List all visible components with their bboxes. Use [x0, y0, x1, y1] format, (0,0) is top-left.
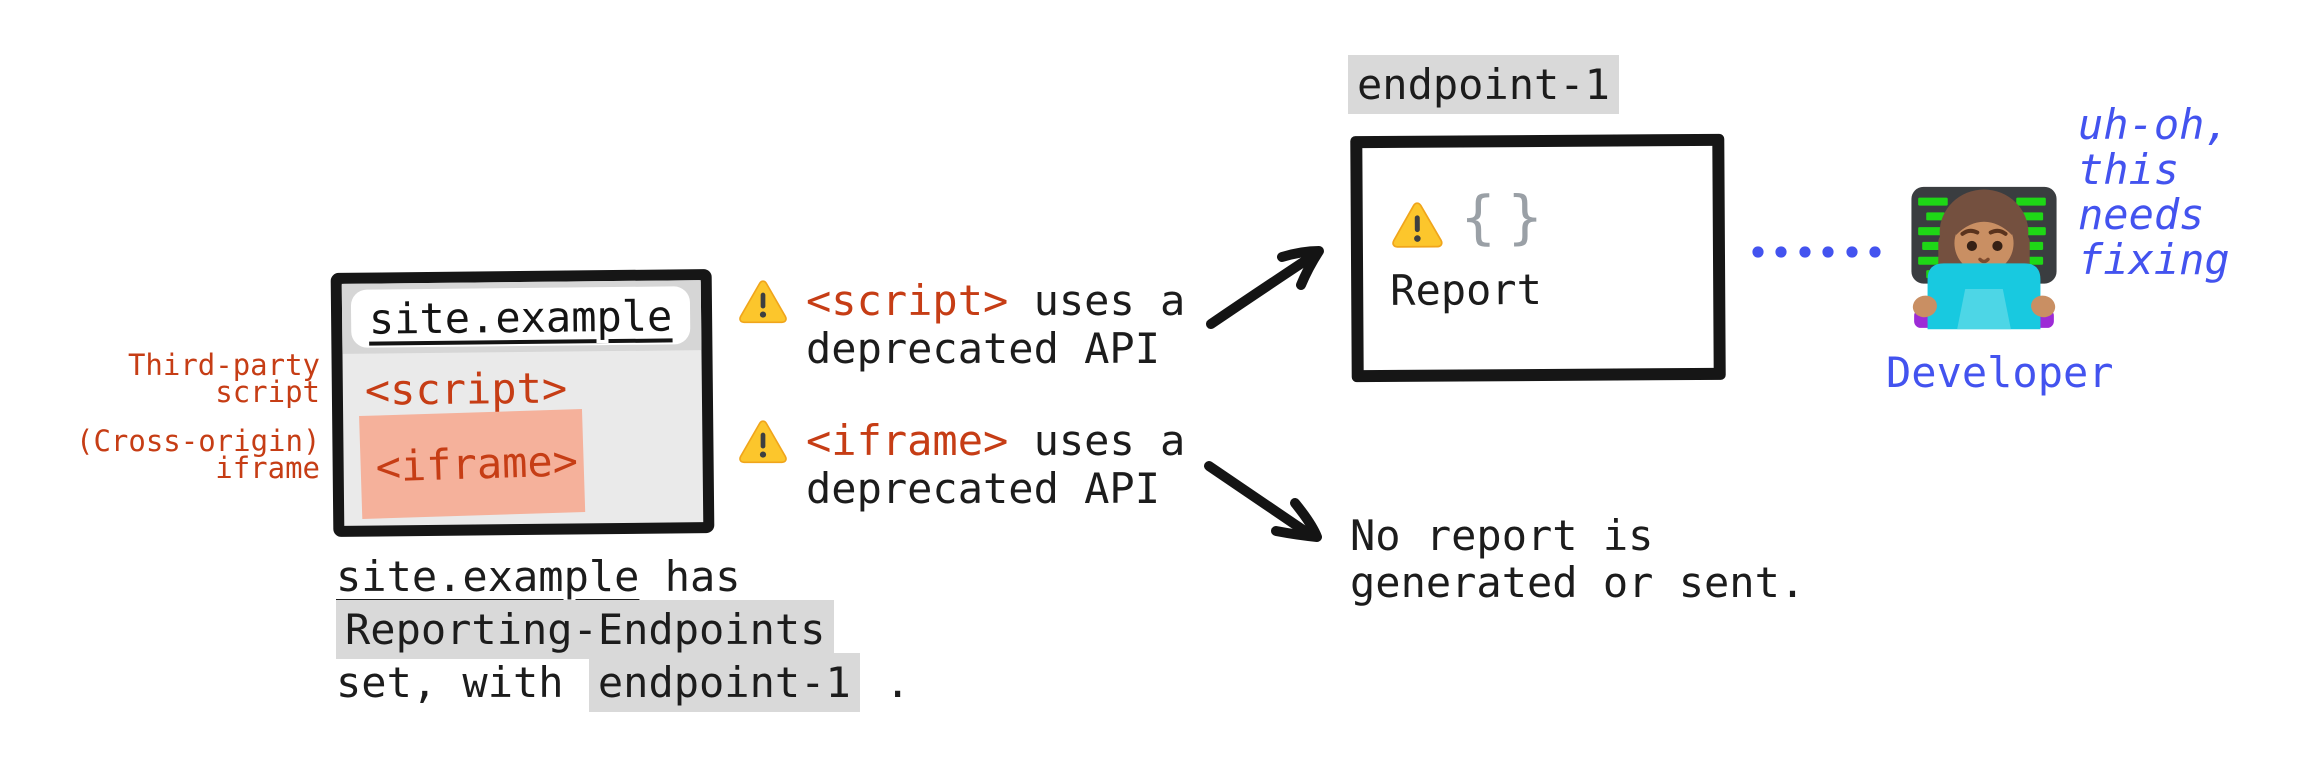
caption-reporting-endpoints: Reporting-Endpoints: [336, 600, 835, 659]
script-warning-suffix: uses a: [1008, 276, 1186, 325]
warning-icon: [739, 280, 787, 324]
endpoint-label: endpoint-1: [1348, 55, 1619, 114]
thought-line4: fixing: [2078, 235, 2230, 284]
no-report-line2: generated or sent.: [1350, 558, 1806, 607]
caption-line1: site.example has: [336, 550, 910, 603]
iframe-warning-line1: <iframe> uses a: [806, 417, 1185, 465]
browser-titlebar: site.example: [341, 280, 702, 354]
script-tag: <script>: [364, 363, 568, 415]
third-party-script-label: Third-party script: [76, 348, 320, 409]
browser-window: site.example <script> <iframe>: [330, 269, 715, 537]
endpoint-label-text: endpoint-1: [1348, 55, 1619, 114]
caption-has: has: [639, 552, 741, 601]
caption-site: site.example: [336, 552, 640, 601]
iframe-warning-suffix: uses a: [1008, 416, 1186, 465]
endpoint-report-box: {} Report: [1350, 133, 1726, 383]
iframe-tag: <iframe>: [374, 436, 579, 492]
caption-line3: set, with endpoint-1 .: [336, 653, 911, 712]
no-report-line1: No report is: [1350, 511, 1654, 560]
arrow-to-endpoint: [1206, 246, 1324, 329]
cross-origin-iframe-label: (Cross-origin) iframe: [76, 424, 321, 485]
thought-line2: this: [2078, 145, 2180, 194]
address-bar: site.example: [350, 286, 691, 348]
cross-origin-label-line1: (Cross-origin): [76, 424, 321, 458]
thought-line1: uh-oh,: [2078, 100, 2230, 149]
iframe-highlight: <iframe>: [359, 409, 586, 520]
script-warning-line2: deprecated API: [806, 324, 1161, 373]
dotted-line: [1752, 246, 1881, 258]
caption-set-with: set, with: [336, 658, 589, 707]
developer-label: Developer: [1886, 348, 2114, 397]
developer-thought-text: uh-oh, this needs fixing: [2078, 102, 2230, 282]
no-report-text: No report is generated or sent.: [1350, 512, 1805, 606]
warning-icon: [1392, 202, 1443, 248]
site-url: site.example: [368, 290, 673, 344]
iframe-warning-text: <iframe> uses a deprecated API: [806, 417, 1185, 513]
script-warning-text: <script> uses a deprecated API: [806, 277, 1185, 373]
caption-endpoint: endpoint-1: [588, 653, 860, 712]
woman-technologist-emoji: [1911, 186, 2057, 330]
caption-line2: Reporting-Endpoints: [336, 600, 910, 659]
warning-icon: [739, 420, 787, 464]
third-party-label-line2: script: [215, 375, 320, 409]
report-label: Report: [1390, 264, 1543, 315]
arrow-to-no-report: [1204, 461, 1322, 542]
json-braces-icon: {}: [1460, 182, 1555, 252]
caption: site.example has Reporting-Endpoints set…: [336, 550, 911, 712]
thought-line3: needs: [2078, 190, 2205, 239]
cross-origin-label-line2: iframe: [215, 451, 320, 485]
iframe-warning-tag: <iframe>: [806, 416, 1009, 465]
script-warning-line1: <script> uses a: [806, 277, 1185, 325]
caption-period: .: [859, 658, 911, 707]
iframe-warning-line2: deprecated API: [806, 464, 1161, 513]
script-warning-tag: <script>: [806, 276, 1009, 325]
third-party-label-line1: Third-party: [127, 348, 320, 382]
